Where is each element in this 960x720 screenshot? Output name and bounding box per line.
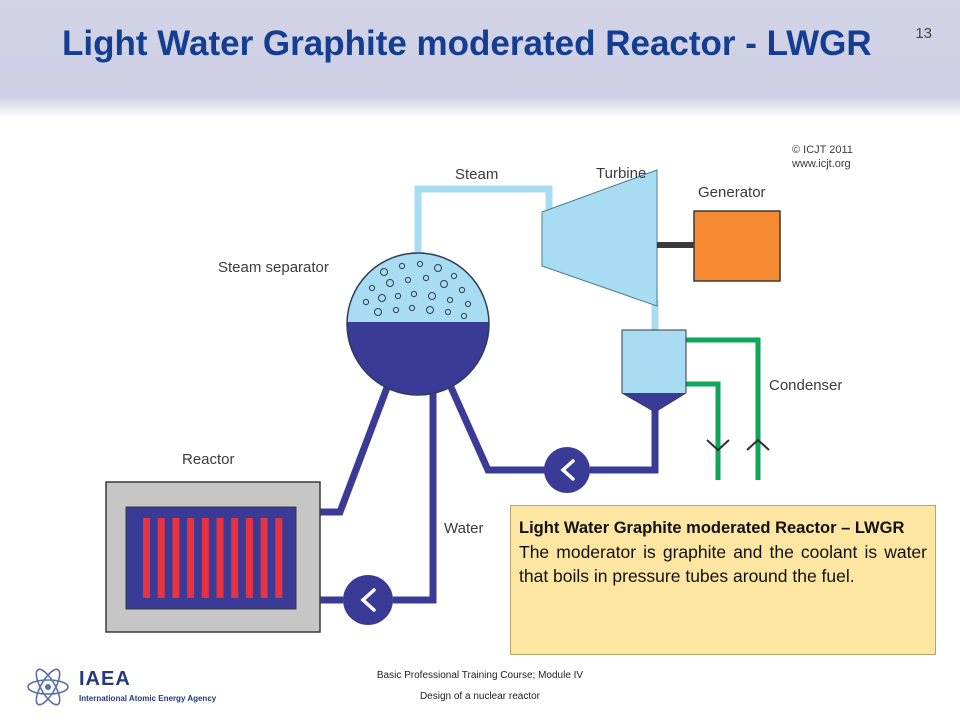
fuel-rod (260, 518, 268, 598)
fuel-rod (157, 518, 165, 598)
chevron-left-icon (360, 588, 376, 612)
generator (693, 210, 781, 282)
info-box-title: Light Water Graphite moderated Reactor –… (519, 519, 905, 537)
bubble (368, 284, 376, 292)
chevron-left-icon (560, 459, 575, 481)
bubble (426, 306, 434, 314)
bubble (374, 308, 382, 316)
info-box: Light Water Graphite moderated Reactor –… (510, 505, 936, 655)
copyright-url: www.icjt.org (791, 158, 851, 170)
flow-arrow-icons (706, 438, 770, 452)
fuel-rod (143, 518, 150, 598)
bubble (464, 300, 472, 308)
footer-course: Basic Professional Training Course; Modu… (376, 670, 584, 681)
fuel-rod (187, 518, 195, 598)
condenser (621, 329, 687, 413)
bubble (398, 262, 406, 270)
info-box-text: The moderator is graphite and the coolan… (519, 542, 927, 586)
bubble (386, 279, 394, 287)
slide-title: Light Water Graphite moderated Reactor -… (62, 24, 872, 63)
bubble (422, 274, 430, 282)
atom-icon (27, 668, 69, 706)
logo-name: IAEA (79, 668, 131, 690)
fuel-rod (172, 518, 180, 598)
label-steam: Steam (455, 166, 498, 183)
fuel-channels (143, 518, 283, 598)
bubble (450, 272, 458, 280)
header-bar: Light Water Graphite moderated Reactor -… (0, 0, 960, 118)
steam-bubbles (362, 260, 472, 320)
fuel-rod (245, 518, 253, 598)
steam-separator (346, 252, 490, 396)
bubble (394, 292, 402, 300)
bubble (378, 294, 386, 302)
fuel-rod (231, 518, 239, 598)
bubble (392, 306, 400, 314)
bubble (410, 290, 418, 298)
label-generator: Generator (698, 184, 766, 201)
bubble (416, 260, 424, 268)
feed-pump[interactable] (544, 447, 590, 493)
copyright-line: © ICJT 2011 (792, 144, 853, 156)
reactor (105, 481, 321, 633)
label-water: Water (444, 520, 483, 537)
page-number: 13 (915, 25, 932, 42)
bubble (408, 304, 416, 312)
fuel-rod (216, 518, 224, 598)
bubble (440, 280, 448, 288)
label-condenser: Condenser (769, 377, 842, 394)
label-turbine: Turbine (596, 165, 646, 182)
bubble (380, 268, 388, 276)
bubble (460, 312, 468, 320)
circulation-pump[interactable] (343, 575, 393, 625)
bubble (428, 292, 436, 300)
iaea-logo: IAEA International Atomic Energy Agency (24, 664, 244, 710)
bubble (434, 264, 442, 272)
bubble (404, 276, 412, 284)
bubble (446, 296, 454, 304)
label-steam-separator: Steam separator (218, 259, 329, 276)
label-reactor: Reactor (182, 451, 235, 468)
bubble (444, 308, 452, 316)
footer-topic: Design of a nuclear reactor (419, 691, 541, 702)
fuel-rod (275, 518, 283, 598)
fuel-rod (201, 518, 209, 598)
turbine (541, 169, 658, 307)
bubble (362, 298, 370, 306)
turbine-shaft (657, 242, 694, 248)
logo-subtitle: International Atomic Energy Agency (79, 694, 217, 703)
bubble (458, 286, 466, 294)
